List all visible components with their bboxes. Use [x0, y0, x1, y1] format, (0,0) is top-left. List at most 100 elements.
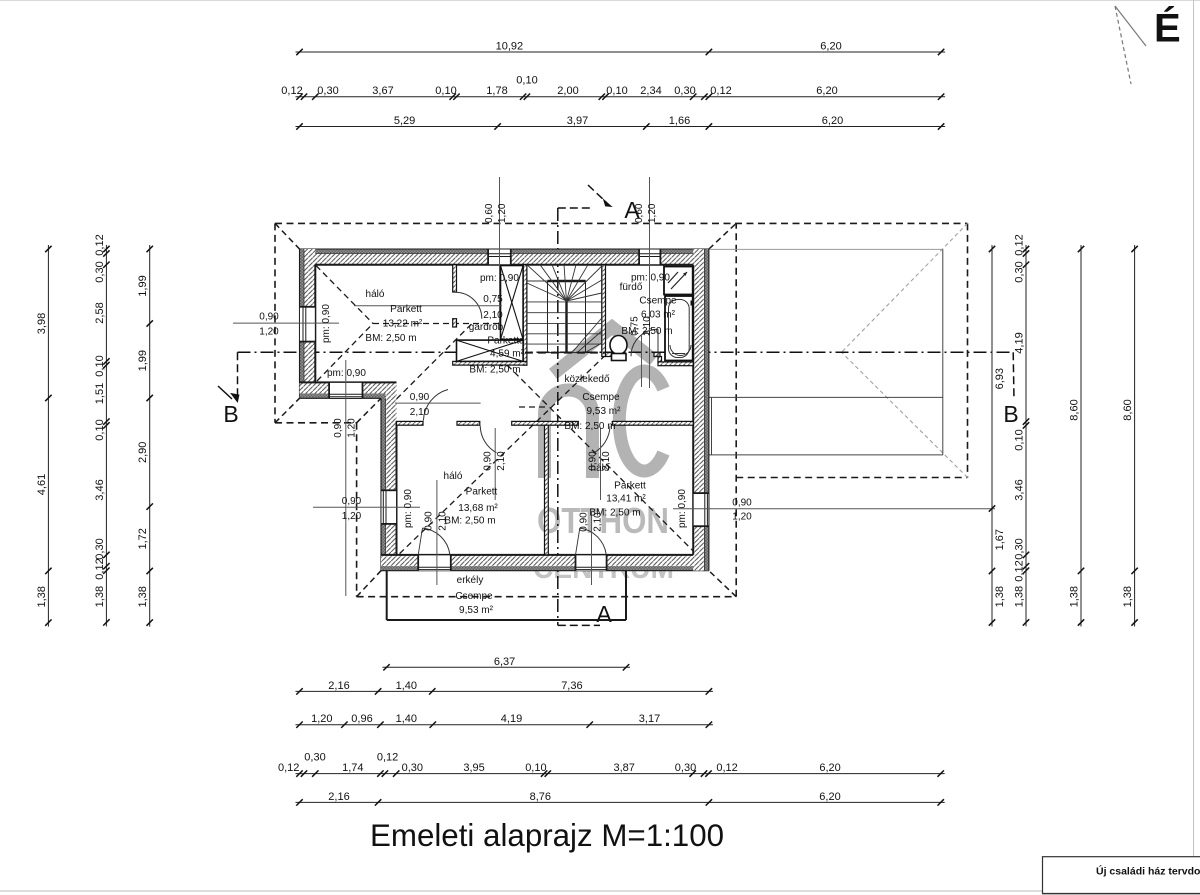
svg-text:3,46: 3,46: [1014, 479, 1026, 500]
svg-text:fürdő: fürdő: [620, 282, 643, 293]
svg-text:1,40: 1,40: [396, 680, 417, 692]
svg-text:2,00: 2,00: [557, 85, 578, 97]
svg-text:1,99: 1,99: [137, 350, 149, 371]
svg-text:pm: 0,90: pm: 0,90: [480, 273, 519, 284]
svg-text:6,20: 6,20: [819, 791, 840, 803]
svg-text:Új családi ház tervdokumentáci: Új családi ház tervdokumentációja: [1096, 865, 1200, 878]
svg-text:6,20: 6,20: [820, 41, 841, 53]
svg-text:gardrob: gardrob: [469, 322, 504, 333]
svg-text:3,67: 3,67: [372, 85, 393, 97]
svg-text:1,20: 1,20: [497, 203, 508, 223]
svg-text:BM: 2,50 m: BM: 2,50 m: [621, 326, 672, 337]
svg-text:0,90: 0,90: [732, 498, 752, 509]
svg-text:BM: 2,50 m: BM: 2,50 m: [469, 365, 520, 376]
svg-text:2,58: 2,58: [94, 302, 106, 323]
svg-text:0,60: 0,60: [634, 203, 645, 223]
svg-text:BM: 2,50 m: BM: 2,50 m: [444, 516, 495, 527]
svg-text:0,10: 0,10: [525, 762, 546, 774]
svg-text:13,41 m²: 13,41 m²: [606, 494, 646, 505]
svg-text:0,30: 0,30: [1014, 538, 1026, 559]
svg-text:0,10: 0,10: [516, 75, 537, 87]
svg-text:4,61: 4,61: [36, 474, 48, 495]
svg-text:pm: 0,90: pm: 0,90: [327, 368, 366, 379]
svg-text:0,12: 0,12: [281, 85, 302, 97]
svg-text:3,46: 3,46: [94, 479, 106, 500]
svg-text:pm: 0,90: pm: 0,90: [677, 489, 688, 528]
svg-text:0,90: 0,90: [342, 496, 362, 507]
svg-text:1,20: 1,20: [347, 418, 358, 438]
svg-text:0,12: 0,12: [1014, 560, 1026, 581]
svg-text:4,19: 4,19: [1014, 332, 1026, 353]
svg-text:0,10: 0,10: [94, 419, 106, 440]
svg-text:0,30: 0,30: [94, 538, 106, 559]
svg-text:0,10: 0,10: [1014, 429, 1026, 450]
svg-text:0,90: 0,90: [588, 451, 599, 471]
svg-text:6,93: 6,93: [994, 368, 1006, 389]
svg-text:Csempe: Csempe: [582, 392, 620, 403]
svg-text:3,97: 3,97: [567, 115, 588, 127]
svg-text:2,10: 2,10: [483, 310, 503, 321]
svg-text:9,53 m²: 9,53 m²: [587, 406, 622, 417]
svg-text:2,10: 2,10: [438, 511, 449, 531]
svg-text:0,12: 0,12: [94, 558, 106, 579]
svg-text:0,90: 0,90: [483, 451, 494, 471]
svg-text:Parkett: Parkett: [390, 304, 422, 315]
svg-text:BM: 2,50 m: BM: 2,50 m: [365, 333, 416, 344]
svg-text:Parkett: Parkett: [466, 487, 498, 498]
svg-text:3,98: 3,98: [36, 313, 48, 334]
svg-text:1,38: 1,38: [1069, 586, 1081, 607]
svg-text:0,75: 0,75: [483, 294, 503, 305]
svg-text:1,38: 1,38: [994, 586, 1006, 607]
svg-text:3,95: 3,95: [463, 762, 484, 774]
svg-text:A: A: [596, 601, 612, 627]
svg-text:13,22 m²: 13,22 m²: [383, 319, 423, 330]
svg-text:pm: 0,90: pm: 0,90: [321, 304, 332, 343]
svg-text:3,87: 3,87: [613, 762, 634, 774]
svg-text:É: É: [1154, 6, 1181, 51]
svg-text:1,38: 1,38: [137, 586, 149, 607]
svg-text:BM: 2,50 m: BM: 2,50 m: [564, 421, 615, 432]
svg-text:0,10: 0,10: [435, 85, 456, 97]
svg-text:pm: 0,90: pm: 0,90: [631, 273, 670, 284]
svg-text:Emeleti alaprajz M=1:100: Emeleti alaprajz M=1:100: [370, 818, 724, 853]
svg-text:1,38: 1,38: [1122, 586, 1134, 607]
svg-text:10,92: 10,92: [496, 41, 524, 53]
svg-text:0,90: 0,90: [579, 512, 590, 532]
svg-text:1,20: 1,20: [647, 203, 658, 223]
svg-text:2,10: 2,10: [496, 451, 507, 471]
svg-text:2,34: 2,34: [640, 85, 661, 97]
svg-text:6,20: 6,20: [819, 762, 840, 774]
svg-text:2,90: 2,90: [137, 442, 149, 463]
svg-text:1,99: 1,99: [137, 275, 149, 296]
svg-text:2,10: 2,10: [642, 316, 653, 336]
svg-text:2,10: 2,10: [410, 407, 430, 418]
svg-text:1,67: 1,67: [994, 529, 1006, 550]
svg-text:Parketta: Parketta: [487, 336, 525, 347]
svg-text:1,40: 1,40: [396, 713, 417, 725]
svg-text:háló: háló: [444, 471, 463, 482]
svg-text:pm: 0,90: pm: 0,90: [403, 489, 414, 528]
svg-text:OTTHON: OTTHON: [537, 500, 669, 541]
svg-text:1,20: 1,20: [311, 713, 332, 725]
svg-text:A: A: [624, 197, 640, 223]
svg-text:1,51: 1,51: [94, 383, 106, 404]
svg-text:0,75: 0,75: [630, 316, 641, 336]
svg-text:0,30: 0,30: [675, 762, 696, 774]
svg-text:0,12: 0,12: [716, 762, 737, 774]
svg-text:1,38: 1,38: [94, 586, 106, 607]
svg-text:0,12: 0,12: [710, 85, 731, 97]
svg-text:0,96: 0,96: [351, 713, 372, 725]
svg-text:1,20: 1,20: [732, 512, 752, 523]
svg-text:Parkett: Parkett: [614, 481, 646, 492]
svg-text:Csempe: Csempe: [639, 296, 677, 307]
svg-text:7,36: 7,36: [561, 680, 582, 692]
svg-text:0,10: 0,10: [94, 355, 106, 376]
svg-text:9,53 m²: 9,53 m²: [459, 605, 494, 616]
svg-text:B: B: [1003, 401, 1018, 427]
svg-text:közlekedő: közlekedő: [564, 374, 609, 385]
svg-text:0,30: 0,30: [674, 85, 695, 97]
svg-text:0,12: 0,12: [278, 762, 299, 774]
svg-text:4,19: 4,19: [501, 713, 522, 725]
svg-text:1,66: 1,66: [669, 115, 690, 127]
svg-text:1,38: 1,38: [1014, 586, 1026, 607]
